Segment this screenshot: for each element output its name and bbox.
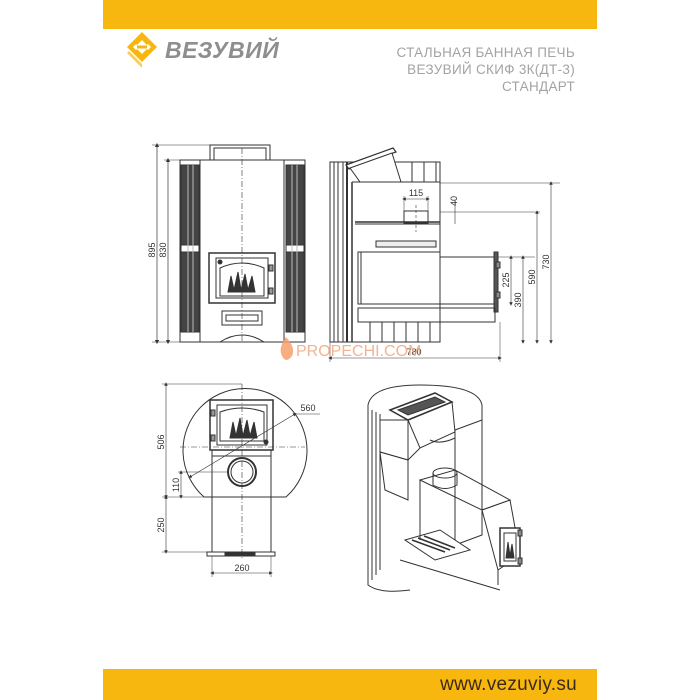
vezuviy-diamond-logo-icon bbox=[127, 32, 157, 68]
title-line-2: ВЕЗУВИЙ СКИФ 3К(ДТ-3) bbox=[407, 62, 575, 77]
dim-top-250: 250 bbox=[156, 517, 166, 532]
dim-side-40: 40 bbox=[449, 196, 459, 206]
dim-side-590: 590 bbox=[527, 269, 537, 284]
dim-top-560: 560 bbox=[300, 403, 315, 413]
dim-top-110: 110 bbox=[171, 478, 181, 492]
dim-side-780: 780 bbox=[406, 347, 421, 357]
product-title: СТАЛЬНАЯ БАННАЯ ПЕЧЬ ВЕЗУВИЙ СКИФ 3К(ДТ-… bbox=[396, 44, 575, 95]
front-view bbox=[152, 142, 306, 345]
isometric-view bbox=[367, 384, 523, 592]
dim-side-390: 390 bbox=[513, 292, 523, 307]
watermark: PROPECHI.COM bbox=[280, 337, 421, 360]
website-url[interactable]: www.vezuviy.su bbox=[440, 674, 577, 695]
dim-top-506: 506 bbox=[156, 434, 166, 449]
title-line-1: СТАЛЬНАЯ БАННАЯ ПЕЧЬ bbox=[396, 45, 575, 60]
title-line-3: СТАНДАРТ bbox=[501, 79, 575, 94]
dim-front-830: 830 bbox=[158, 242, 168, 257]
dim-side-730: 730 bbox=[541, 254, 551, 269]
watermark-text: PROPECHI.COM bbox=[296, 343, 421, 360]
top-accent-bar bbox=[103, 0, 597, 29]
dim-side-115: 115 bbox=[409, 188, 423, 198]
spec-sheet-page: ВЕЗУВИЙ СТАЛЬНАЯ БАННАЯ ПЕЧЬ ВЕЗУВИЙ СКИ… bbox=[103, 0, 597, 700]
brand-name: ВЕЗУВИЙ bbox=[165, 36, 280, 63]
dim-side-225: 225 bbox=[501, 272, 511, 287]
dim-front-895: 895 bbox=[147, 242, 157, 257]
bottom-accent-bar: www.vezuviy.su bbox=[103, 669, 597, 700]
top-view bbox=[162, 382, 320, 577]
brand-logo: ВЕЗУВИЙ bbox=[125, 30, 279, 70]
flame-icon bbox=[280, 337, 294, 360]
side-view bbox=[328, 147, 560, 362]
dim-top-260: 260 bbox=[234, 563, 249, 573]
